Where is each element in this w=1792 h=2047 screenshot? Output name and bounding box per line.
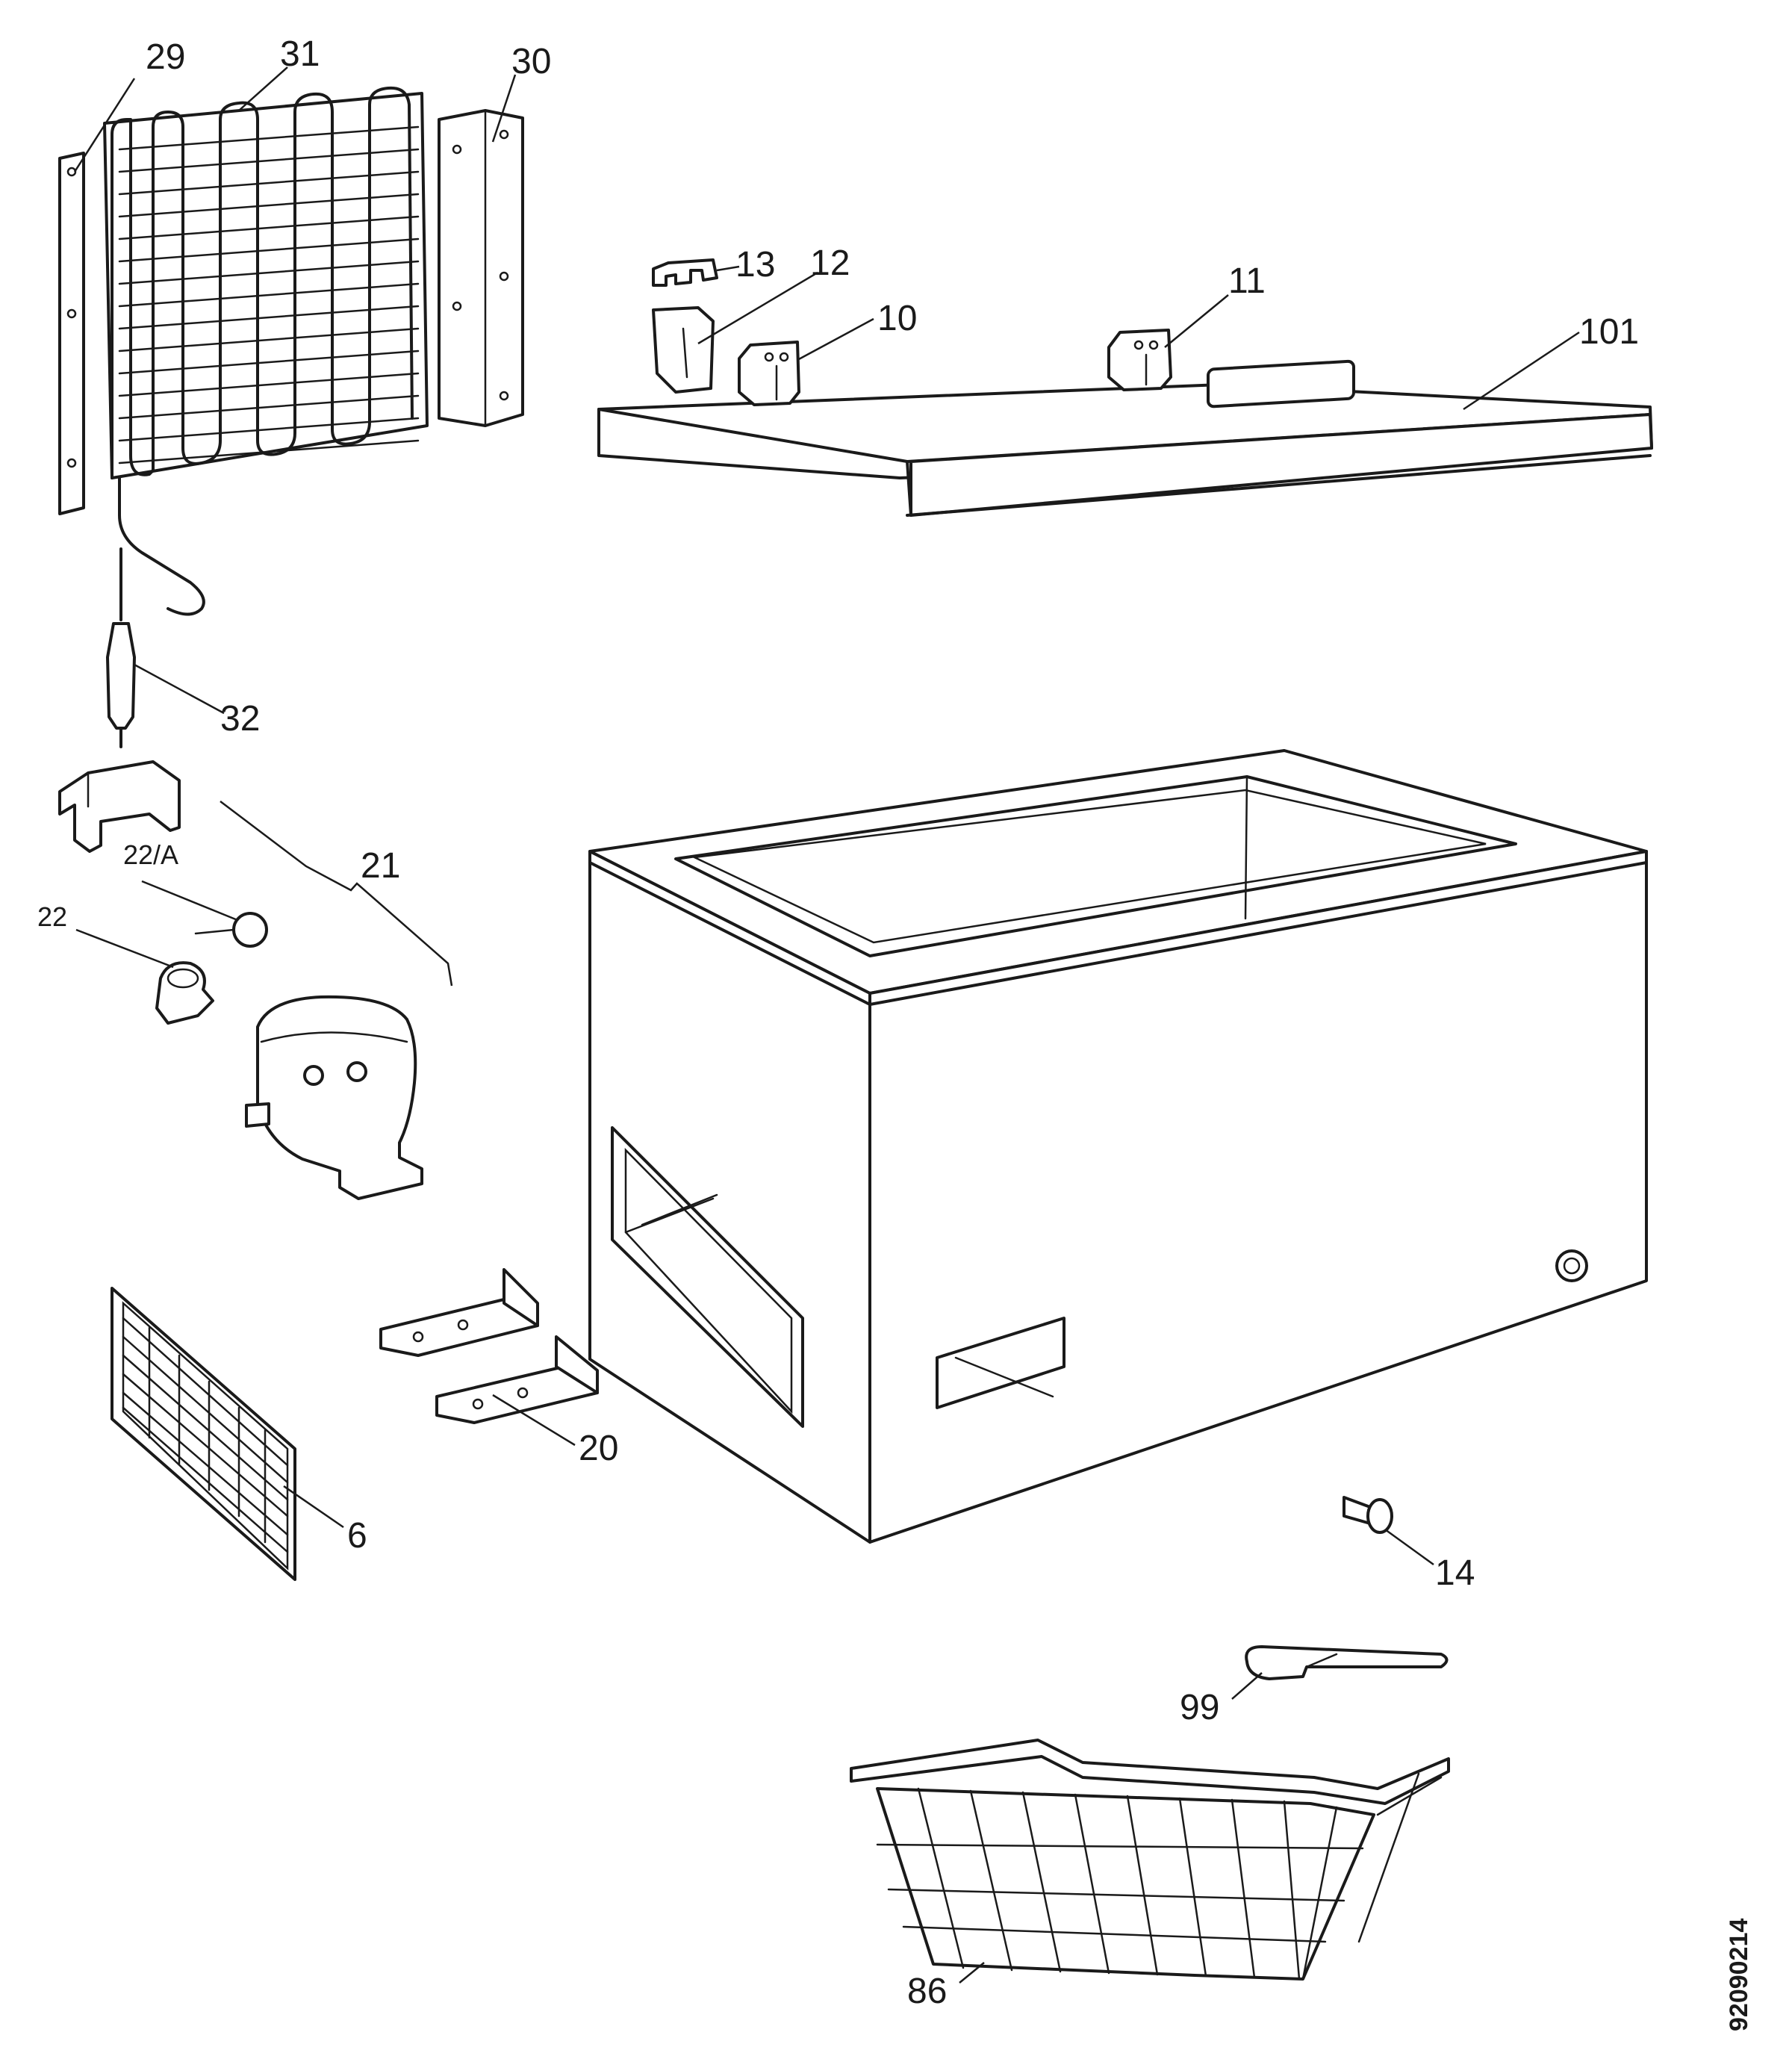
part-20-rail-upper: [379, 1268, 539, 1357]
part-11-hinge: [1107, 329, 1172, 391]
leader-30: [491, 74, 517, 143]
label-101: 101: [1579, 312, 1639, 352]
label-31: 31: [280, 34, 320, 74]
leader-10: [797, 317, 874, 361]
leader-22: [75, 928, 174, 969]
leader-6: [283, 1485, 344, 1529]
part-101-lid: [597, 359, 1653, 517]
label-21: 21: [361, 846, 400, 886]
document-id: 92090214: [1725, 1919, 1753, 2031]
part-20-rail-lower: [435, 1335, 599, 1424]
leader-22A: [141, 880, 238, 922]
leader-32: [134, 663, 225, 715]
label-11: 11: [1228, 261, 1266, 301]
leader-11: [1164, 294, 1229, 348]
leader-101: [1463, 331, 1580, 411]
label-22: 22: [37, 901, 67, 932]
part-12-hinge-cover: [652, 306, 715, 394]
part-29-bracket-left: [58, 152, 85, 515]
leader-21: [220, 801, 453, 987]
label-20: 20: [579, 1429, 618, 1468]
label-99: 99: [1180, 1688, 1219, 1727]
leader-31: [238, 66, 288, 111]
label-22A: 22/A: [123, 839, 178, 870]
label-14: 14: [1435, 1553, 1475, 1593]
label-12: 12: [810, 243, 850, 283]
cabinet-body: [588, 749, 1648, 1544]
part-14-foot: [1343, 1496, 1393, 1534]
label-13: 13: [735, 245, 775, 285]
part-99-scraper: [1245, 1645, 1449, 1680]
label-32: 32: [220, 699, 260, 739]
part-31-condenser: [103, 86, 429, 616]
leader-29: [73, 78, 136, 173]
part-32-filter-drier: [106, 547, 136, 748]
part-compressor: [245, 995, 423, 1200]
part-86-basket: [850, 1739, 1450, 1981]
part-6-grille: [111, 1287, 296, 1581]
leader-14: [1384, 1528, 1434, 1566]
leader-99: [1231, 1672, 1263, 1700]
leader-20: [492, 1394, 576, 1447]
part-30-bracket-right: [438, 109, 524, 427]
label-10: 10: [877, 299, 917, 338]
part-10-hinge: [738, 341, 800, 406]
label-6: 6: [347, 1516, 367, 1556]
part-21-compressor-cover: [58, 760, 181, 853]
label-29: 29: [146, 37, 185, 77]
label-30: 30: [511, 42, 551, 81]
leader-12: [697, 271, 818, 345]
label-86: 86: [907, 1972, 947, 2011]
part-22A-relay: [194, 912, 268, 948]
leader-86: [959, 1962, 985, 1984]
leader-13: [716, 265, 740, 272]
part-13-clip: [652, 258, 718, 287]
part-22-overload: [155, 961, 214, 1025]
